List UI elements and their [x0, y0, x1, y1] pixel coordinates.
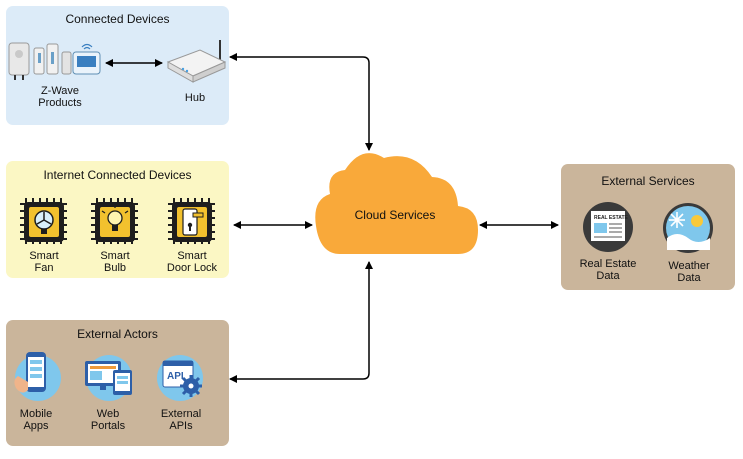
real-estate-badge-text: REAL ESTATE: [594, 215, 629, 221]
weather-data-label: Weather Data: [655, 260, 723, 284]
real-estate-news-icon: REAL ESTATE: [583, 202, 633, 252]
hub-label: Hub: [170, 92, 220, 104]
smart-fan-label: Smart Fan: [14, 250, 74, 274]
weather-icon: [663, 203, 713, 253]
external-apis-text: External APIs: [160, 408, 202, 432]
real-estate-data-label: Real Estate Data: [568, 258, 648, 282]
connected-devices-title: Connected Devices: [65, 12, 170, 26]
hub-cloud-arrow: [229, 53, 373, 151]
smart-fan-text: Smart Fan: [29, 250, 59, 274]
zwave-products-text: Z-Wave Products: [38, 85, 82, 109]
cloud-icon: [315, 153, 478, 254]
web-portals-label: Web Portals: [78, 408, 138, 432]
hub-router-icon: [166, 40, 227, 83]
smart-bulb-text: Smart Bulb: [100, 250, 130, 274]
mobile-phone-icon: [14, 352, 61, 401]
hub-text: Hub: [184, 92, 206, 104]
weather-data-text: Weather Data: [668, 260, 710, 284]
smart-door-lock-label: Smart Door Lock: [157, 250, 227, 274]
cloud-services-text: Cloud Services: [354, 208, 436, 222]
api-gear-icon: API: [157, 355, 203, 401]
web-portal-icon: [85, 355, 132, 401]
smart-door-lock-text: Smart Door Lock: [166, 250, 218, 274]
actors-cloud-arrow: [229, 261, 373, 383]
zwave-products-icon: [8, 42, 101, 80]
web-portals-text: Web Portals: [90, 408, 126, 432]
external-apis-label: External APIs: [150, 408, 212, 432]
mobile-apps-text: Mobile Apps: [19, 408, 53, 432]
api-badge-text: API: [167, 371, 184, 382]
bulb-chip-icon: [91, 198, 138, 244]
zwave-products-label: Z-Wave Products: [15, 85, 105, 109]
external-services-title: External Services: [601, 174, 695, 188]
smart-bulb-label: Smart Bulb: [85, 250, 145, 274]
external-actors-title: External Actors: [77, 327, 158, 341]
mobile-apps-label: Mobile Apps: [8, 408, 64, 432]
real-estate-data-text: Real Estate Data: [579, 258, 637, 282]
fan-chip-icon: [20, 198, 67, 244]
internet-devices-title: Internet Connected Devices: [43, 168, 192, 182]
cloud-services-label: Cloud Services: [340, 209, 450, 221]
door-lock-chip-icon: [168, 198, 215, 244]
